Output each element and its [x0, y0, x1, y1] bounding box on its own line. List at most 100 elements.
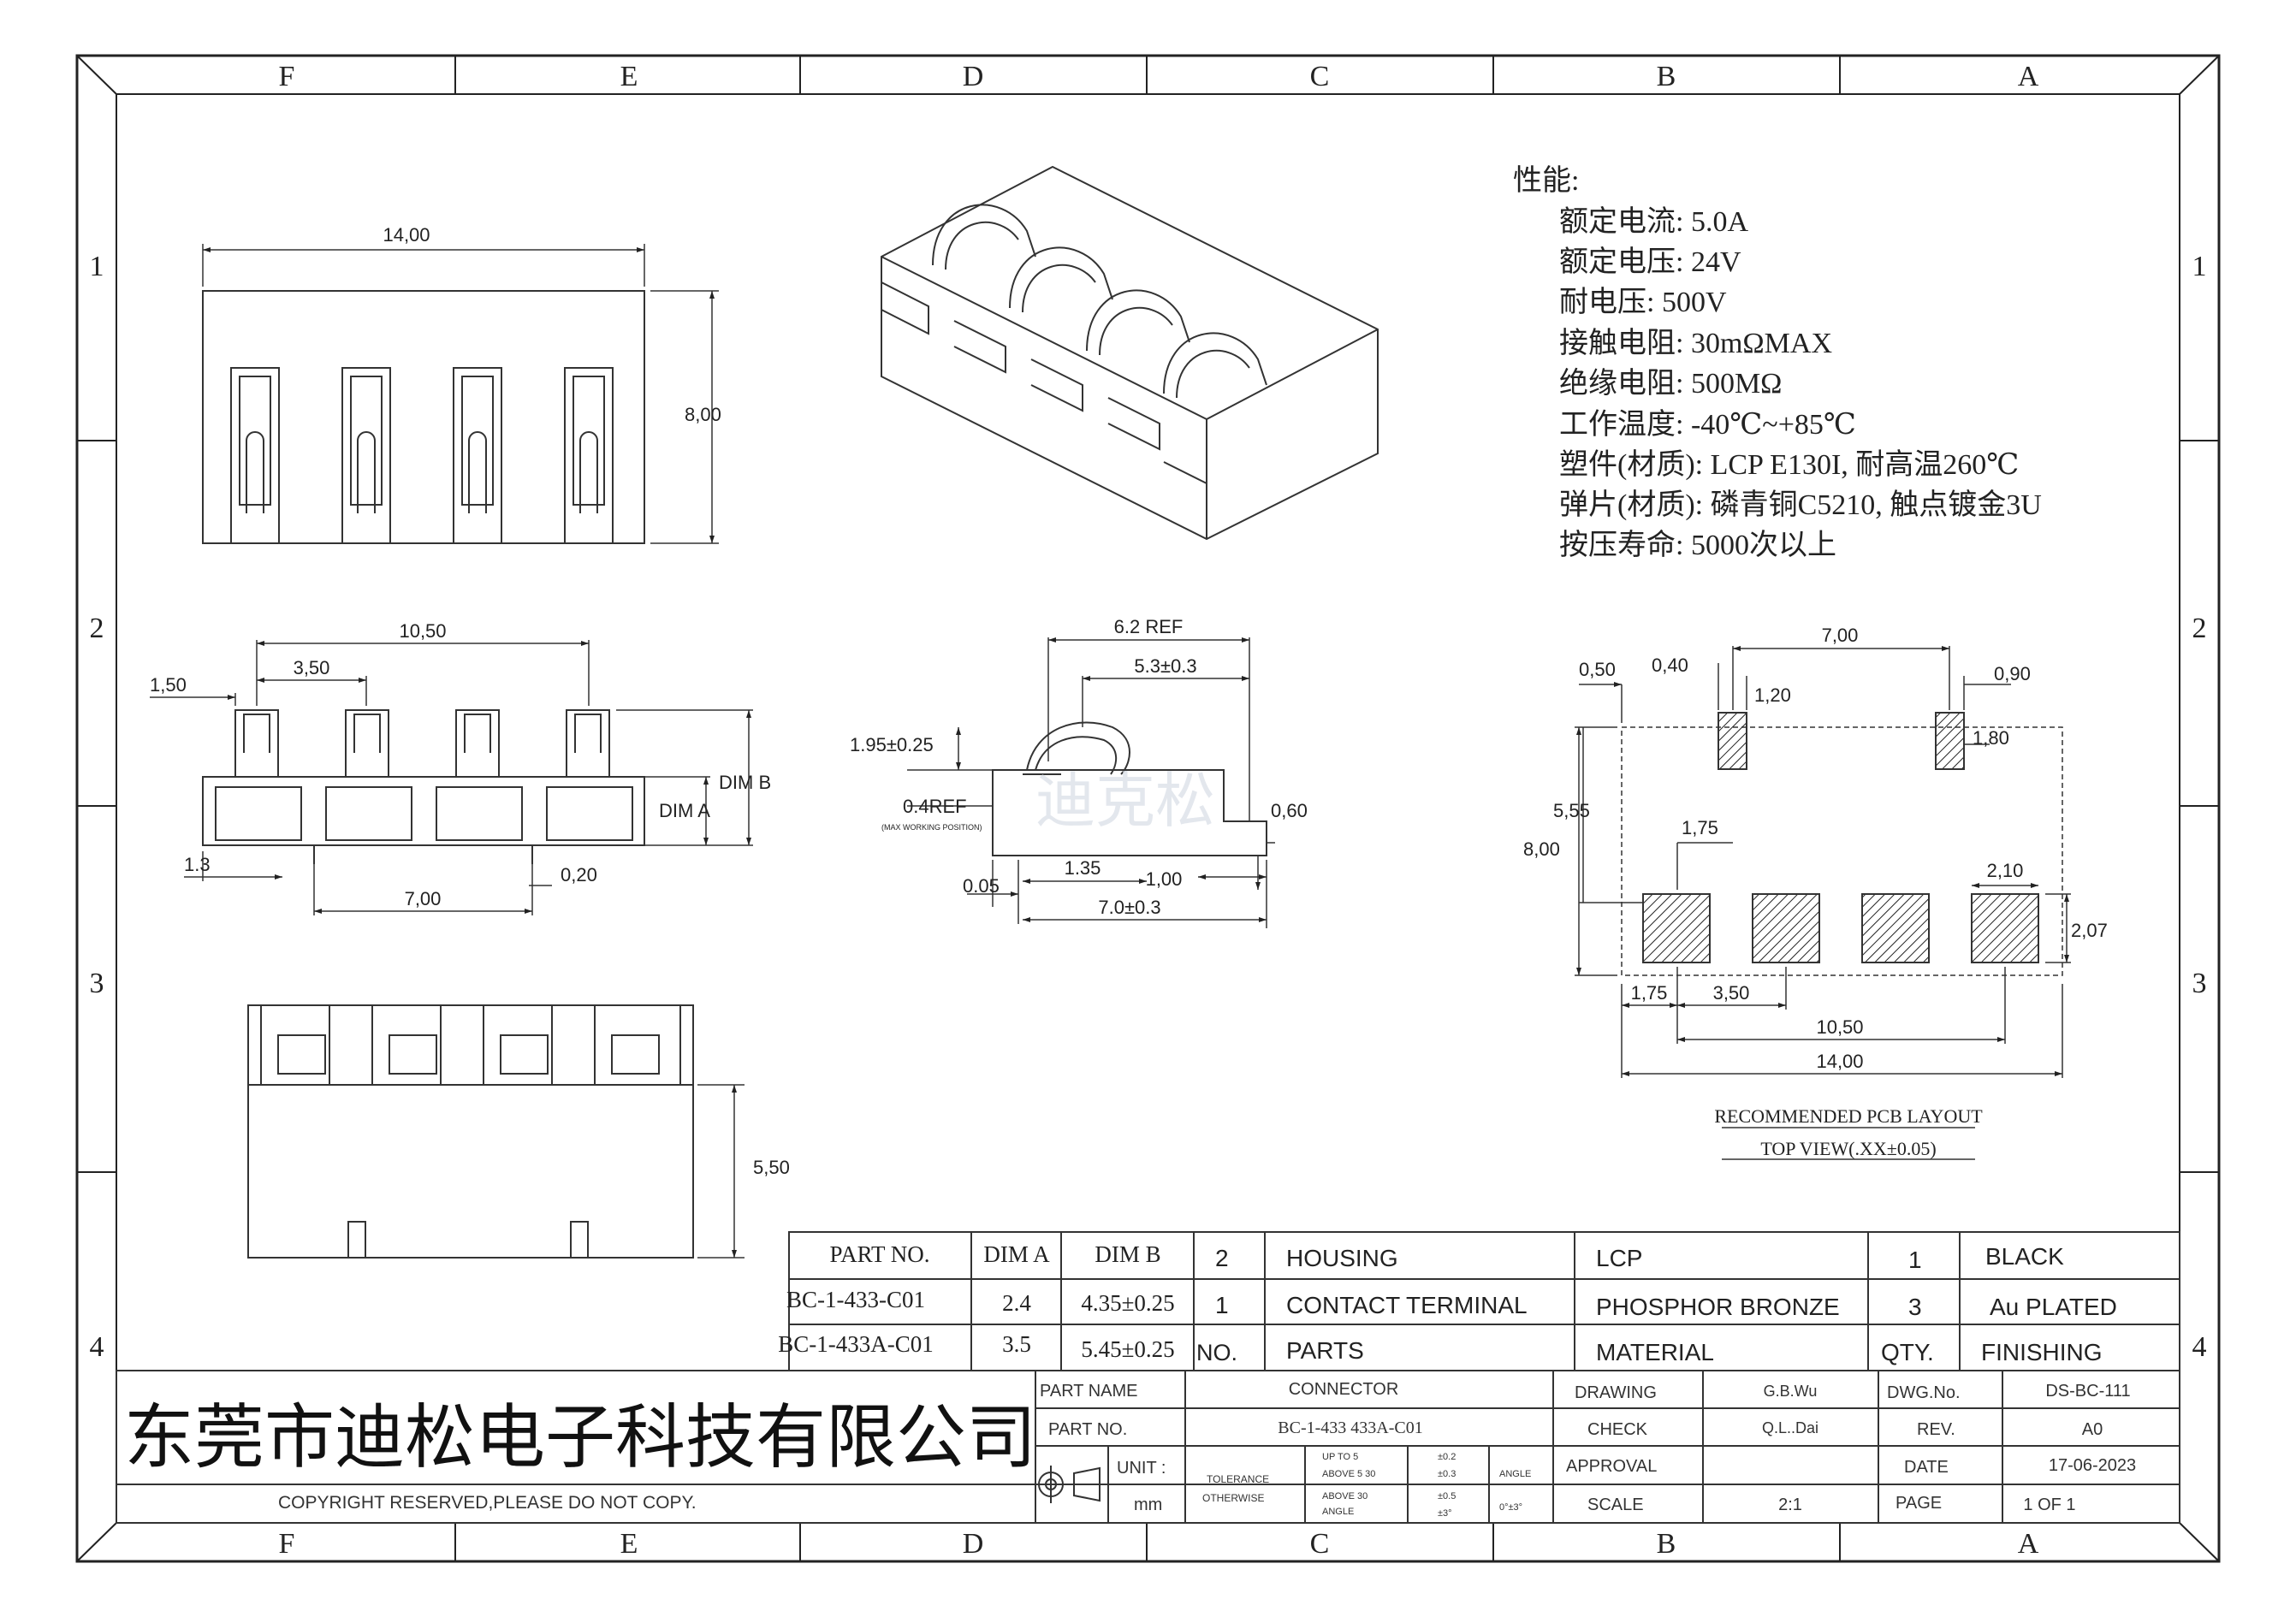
- dim-10-50: 10,50: [1816, 1016, 1863, 1038]
- part-name-label: PART NAME: [1040, 1382, 1137, 1401]
- zone-col-top: B: [1657, 61, 1676, 92]
- col-dim-b: DIM B: [1095, 1241, 1160, 1267]
- unit-label: UNIT :: [1117, 1459, 1166, 1478]
- pcb-pad: [1752, 893, 1820, 963]
- zone-row-right: 3: [2192, 968, 2207, 999]
- zone-row-right: 2: [2192, 613, 2207, 644]
- bom-part: CONTACT TERMINAL: [1286, 1292, 1528, 1318]
- bom-material: LCP: [1596, 1245, 1642, 1271]
- dim-1-20: 1,20: [1754, 684, 1791, 706]
- bom-header-no: NO.: [1196, 1340, 1237, 1365]
- title-block: [116, 1370, 2180, 1524]
- dim-b-label: DIM B: [719, 772, 771, 793]
- tol-value: ±0.3: [1438, 1469, 1456, 1479]
- dim-1-35: 1.35: [1065, 857, 1101, 879]
- spec-line: 耐电压: 500V: [1559, 286, 1727, 318]
- bom-finish: Au PLATED: [1990, 1294, 2117, 1320]
- company-name: 东莞市迪松电子科技有限公司: [124, 1397, 1036, 1478]
- dim-1-75a: 1,75: [1682, 817, 1718, 838]
- pcb-mount-hole: [1935, 712, 1965, 770]
- dim-0-4ref: 0.4REF: [903, 796, 967, 817]
- zone-col-top: F: [279, 61, 295, 92]
- bom-header-parts: PARTS: [1286, 1337, 1364, 1364]
- dim-2-10: 2,10: [1987, 860, 2024, 881]
- pcb-title: RECOMMENDED PCB LAYOUT: [1714, 1105, 1983, 1127]
- zone-col-bottom: C: [1310, 1528, 1330, 1560]
- cell-dim-a: 3.5: [1002, 1331, 1031, 1357]
- tol-value: ±0.2: [1438, 1452, 1456, 1462]
- tol-range: ABOVE 30: [1322, 1491, 1368, 1501]
- zone-col-bottom: D: [963, 1528, 984, 1560]
- cell-part-no: BC-1-433-C01: [786, 1287, 925, 1312]
- dim-0-4ref-note: (MAX WORKING POSITION): [881, 823, 982, 832]
- dim-8-00: 8,00: [1523, 838, 1560, 860]
- angle-value: 0°±3°: [1499, 1502, 1522, 1513]
- tol-value: ±0.5: [1438, 1491, 1456, 1501]
- dim-pitch-total: 10,50: [399, 620, 446, 642]
- dim-0-60: 0,60: [1271, 800, 1308, 821]
- zone-col-top: A: [2018, 61, 2039, 92]
- part-no-label: PART NO.: [1048, 1420, 1127, 1439]
- spec-line: 额定电压: 24V: [1559, 246, 1741, 278]
- dim-5-50: 5,50: [753, 1157, 790, 1178]
- check-label: CHECK: [1587, 1420, 1648, 1439]
- spec-line: 工作温度: -40℃~+85℃: [1559, 408, 1856, 441]
- bom-text: 2 HOUSING LCP 1 BLACK 1 CONTACT TERMINAL…: [1196, 1243, 2117, 1365]
- pcb-mount-hole: [1718, 712, 1747, 770]
- zone-row-left: 2: [90, 613, 104, 644]
- dim-offset: 1,50: [150, 674, 187, 696]
- tol-value: ±3°: [1438, 1508, 1452, 1519]
- zone-col-bottom: B: [1657, 1528, 1676, 1560]
- spec-list: 性能: 额定电流: 5.0A 额定电压: 24V 耐电压: 500V 接触电阻:…: [1513, 164, 2042, 561]
- spec-line: 塑件(材质): LCP E130I, 耐高温260℃: [1559, 448, 2019, 481]
- side-view-dims: 6.2 REF 5.3±0.3 1.95±0.25 0.4REF (MAX WO…: [850, 616, 1308, 918]
- bom-no: 1: [1215, 1292, 1229, 1318]
- title-block-text: PART NAME CONNECTOR PART NO. BC-1-433 43…: [1040, 1380, 2136, 1519]
- pcb-subtitle: TOP VIEW(.XX±0.05): [1760, 1138, 1936, 1159]
- copyright: COPYRIGHT RESERVED,PLEASE DO NOT COPY.: [278, 1493, 697, 1513]
- scale-value: 2:1: [1778, 1496, 1802, 1514]
- isometric-view: [881, 165, 1379, 541]
- bom-header-finishing: FINISHING: [1981, 1339, 2103, 1365]
- zone-col-bottom: F: [279, 1528, 295, 1560]
- dim-pin-width: 0,20: [561, 864, 597, 885]
- zone-row-left: 4: [90, 1331, 104, 1363]
- tol-range: ANGLE: [1322, 1507, 1354, 1517]
- watermark: 迪克松: [1035, 766, 1215, 836]
- col-part-no: PART NO.: [830, 1241, 930, 1267]
- dim-width: 14,00: [383, 224, 430, 246]
- cell-part-no: BC-1-433A-C01: [778, 1331, 934, 1357]
- zone-col-bottom: E: [620, 1528, 638, 1560]
- cell-dim-a: 2.4: [1002, 1290, 1031, 1316]
- dim-1-95: 1.95±0.25: [850, 734, 934, 755]
- bom-header-qty: QTY.: [1881, 1339, 1934, 1365]
- parts-table-text: PART NO. DIM A DIM B BC-1-433-C01 2.4 4.…: [778, 1241, 1174, 1362]
- projection-symbol: [1032, 1466, 1101, 1503]
- dim-height: 8,00: [685, 404, 721, 425]
- date-label: DATE: [1904, 1458, 1949, 1477]
- dim-0-40: 0,40: [1652, 654, 1688, 676]
- spec-line: 绝缘电阻: 500MΩ: [1559, 367, 1782, 400]
- spec-line: 按压寿命: 5000次以上: [1559, 529, 1836, 561]
- dim-1-80: 1,80: [1973, 727, 2009, 749]
- page-label: PAGE: [1896, 1494, 1942, 1513]
- dim-14-00: 14,00: [1816, 1051, 1863, 1072]
- dim-ref: 6.2 REF: [1114, 616, 1184, 637]
- approval-label: APPROVAL: [1566, 1457, 1657, 1476]
- dim-7-00: 7,00: [1822, 625, 1859, 646]
- pcb-layout: [1575, 646, 2071, 1160]
- dim-5-55: 5,55: [1553, 800, 1590, 821]
- drawing-label: DRAWING: [1575, 1383, 1657, 1402]
- drawing-value: G.B.Wu: [1764, 1383, 1818, 1400]
- date-value: 17-06-2023: [2049, 1456, 2136, 1475]
- angle-label: ANGLE: [1499, 1469, 1531, 1479]
- part-name: CONNECTOR: [1289, 1380, 1399, 1399]
- zone-labels: F E D C B A F E D C B A 1 2 3 4 1 2 3 4: [90, 61, 2207, 1560]
- bom-part: HOUSING: [1286, 1245, 1398, 1271]
- tol-range: ABOVE 5 30: [1322, 1469, 1375, 1479]
- part-no: BC-1-433 433A-C01: [1278, 1419, 1422, 1437]
- tolerance-label: TOLERANCE: [1207, 1473, 1269, 1485]
- dim-2-07: 2,07: [2071, 920, 2108, 941]
- bom-qty: 3: [1908, 1294, 1922, 1320]
